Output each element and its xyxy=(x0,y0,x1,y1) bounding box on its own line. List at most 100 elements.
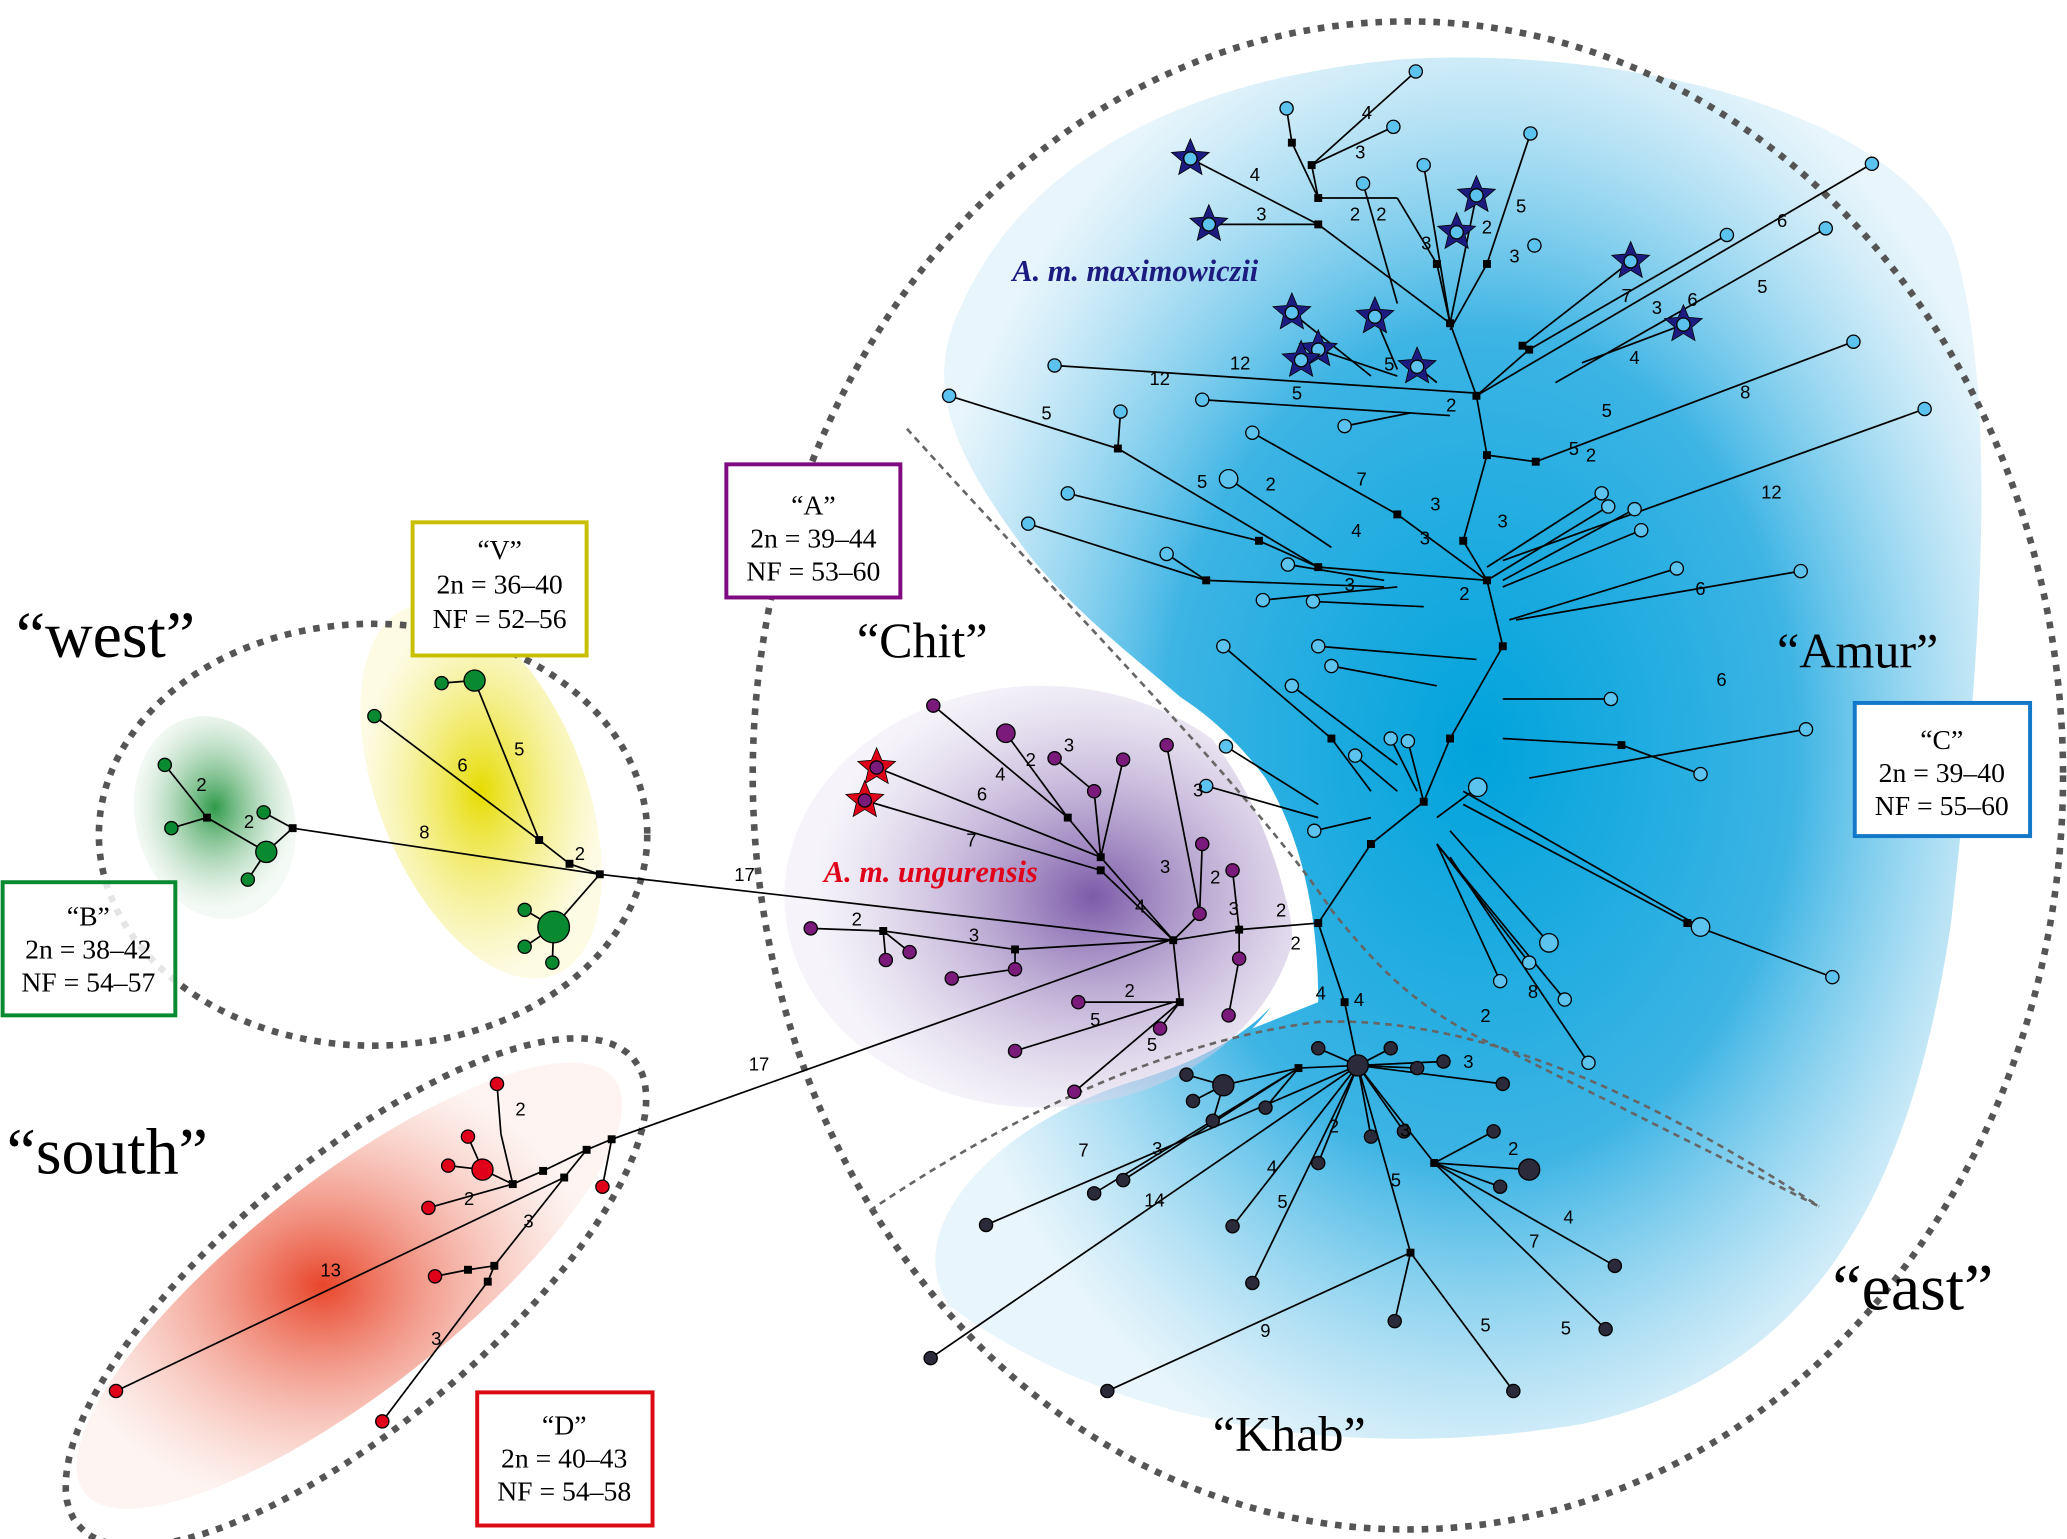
haplotype-node-west xyxy=(164,820,179,836)
edge-weight-label: 2 xyxy=(1026,749,1036,770)
edge-weight-label: 2 xyxy=(1376,203,1386,224)
median-vector-node xyxy=(1175,998,1184,1007)
network-edge xyxy=(164,764,208,819)
edge-weight-label: 4 xyxy=(995,764,1005,785)
median-vector-node xyxy=(1287,138,1296,147)
haplotype-node xyxy=(1676,317,1691,332)
haplotype-node-chit xyxy=(1007,1043,1023,1059)
box-nf: NF = 55–60 xyxy=(1875,790,2009,821)
edge-weight-label: 3 xyxy=(1421,232,1431,253)
network-edge xyxy=(932,704,1069,819)
network-edge xyxy=(1173,928,1240,942)
haplotype-node-south xyxy=(460,1129,476,1144)
median-vector-node xyxy=(1367,840,1375,848)
network-edge xyxy=(1357,1060,1444,1067)
network-edge xyxy=(864,799,1101,872)
network-edge xyxy=(1311,70,1417,166)
haplotype-node-amur xyxy=(1280,557,1296,572)
network-edge xyxy=(1258,540,1319,568)
edge-weight-label: 4 xyxy=(1351,520,1361,541)
haplotype-node-amur xyxy=(1523,126,1538,141)
karyotype-box-v: “V” 2n = 36–40 NF = 52–56 xyxy=(410,520,589,658)
edge-weight-label: 5 xyxy=(1197,471,1207,492)
network-edge xyxy=(876,766,1102,858)
haplotype-node-chit xyxy=(995,723,1016,744)
network-edge xyxy=(1165,744,1201,915)
network-edge xyxy=(1687,922,1833,978)
median-vector-node xyxy=(1063,813,1072,822)
network-edge xyxy=(1515,570,1801,621)
edge-weight-label: 5 xyxy=(1480,1315,1490,1336)
box-2n: 2n = 36–40 xyxy=(436,569,562,600)
network-edge xyxy=(1314,816,1372,832)
median-vector-node xyxy=(1531,457,1540,466)
median-vector-node xyxy=(565,859,574,868)
haplotype-node-amur xyxy=(1194,392,1210,407)
haplotype-node-amur xyxy=(1255,592,1271,608)
network-edge xyxy=(1434,1162,1530,1171)
network-edge xyxy=(1433,1162,1501,1188)
edge-weight-label: 5 xyxy=(514,739,524,760)
haplotype-node-west xyxy=(240,872,256,887)
haplotype-node-south xyxy=(471,1158,494,1181)
network-edge xyxy=(1436,843,1501,982)
median-vector-node xyxy=(1446,734,1455,743)
network-edge xyxy=(1462,540,1488,581)
median-vector-node xyxy=(1113,444,1122,453)
box-name: “V” xyxy=(477,534,522,565)
network-edge xyxy=(1422,738,1451,803)
haplotype-node-west xyxy=(256,805,271,820)
median-vector-node xyxy=(879,927,888,935)
haplotype-node-amur xyxy=(1798,722,1814,737)
edge-weight-label: 6 xyxy=(1687,289,1697,310)
edge-weight-label: 2 xyxy=(464,1188,474,1209)
haplotype-node-chit xyxy=(1225,863,1240,878)
network-edge xyxy=(1362,183,1399,304)
median-vector-node xyxy=(535,836,544,844)
network-edge xyxy=(1287,563,1385,582)
network-edge xyxy=(1462,454,1488,542)
network-edge xyxy=(1462,790,1701,928)
karyotype-box-c: “C” 2n = 39–40 NF = 55–60 xyxy=(1852,700,2033,839)
network-edge xyxy=(1409,1252,1515,1392)
haplotype-node-chit xyxy=(926,698,941,713)
edge-weight-label: 3 xyxy=(431,1328,441,1349)
box-2n: 2n = 39–44 xyxy=(750,522,876,553)
haplotype-node-amur xyxy=(1245,425,1260,440)
haplotype-node-chit xyxy=(1221,1008,1236,1023)
median-vector-node xyxy=(1314,194,1323,202)
haplotype-node-amur xyxy=(1669,561,1685,576)
edge-weight-label: 6 xyxy=(1777,210,1787,231)
median-vector-node xyxy=(1235,925,1244,934)
network-edge xyxy=(569,862,601,876)
median-vector-node xyxy=(1459,536,1468,545)
edge-weight-label: 3 xyxy=(1463,1051,1473,1072)
edge-weight-label: 6 xyxy=(1716,669,1726,690)
network-edge xyxy=(883,930,1016,951)
haplotype-node-khab xyxy=(1212,1074,1235,1097)
haplotype-node-chit xyxy=(1086,784,1102,799)
network-edge xyxy=(1318,645,1477,661)
edge-weight-label: 5 xyxy=(1090,1009,1100,1030)
khab-divider xyxy=(869,1020,1820,1212)
haplotype-node-amur xyxy=(1198,778,1214,794)
network-edge xyxy=(1407,740,1425,803)
haplotype-node-amur xyxy=(1917,401,1932,417)
network-edge xyxy=(1312,600,1424,608)
box-nf: NF = 54–57 xyxy=(21,967,155,998)
haplotype-node-chit xyxy=(1159,737,1174,753)
box-nf: NF = 52–56 xyxy=(433,603,567,634)
edge-weight-label: 7 xyxy=(1078,1139,1088,1160)
median-vector-node xyxy=(1314,220,1323,229)
median-vector-node xyxy=(1683,919,1692,928)
network-edge xyxy=(1581,323,1684,364)
haplotype-node-amur xyxy=(1310,638,1326,654)
network-edge xyxy=(1449,263,1488,331)
network-edge xyxy=(1433,1162,1607,1330)
edge-weight-label: 3 xyxy=(1345,574,1355,595)
network-edge xyxy=(1528,234,1728,351)
network-edge xyxy=(1529,728,1807,779)
haplotype-node-west xyxy=(157,757,173,773)
edge-weight-label: 3 xyxy=(1498,511,1508,532)
region-label-amur: “Amur” xyxy=(1777,622,1938,678)
